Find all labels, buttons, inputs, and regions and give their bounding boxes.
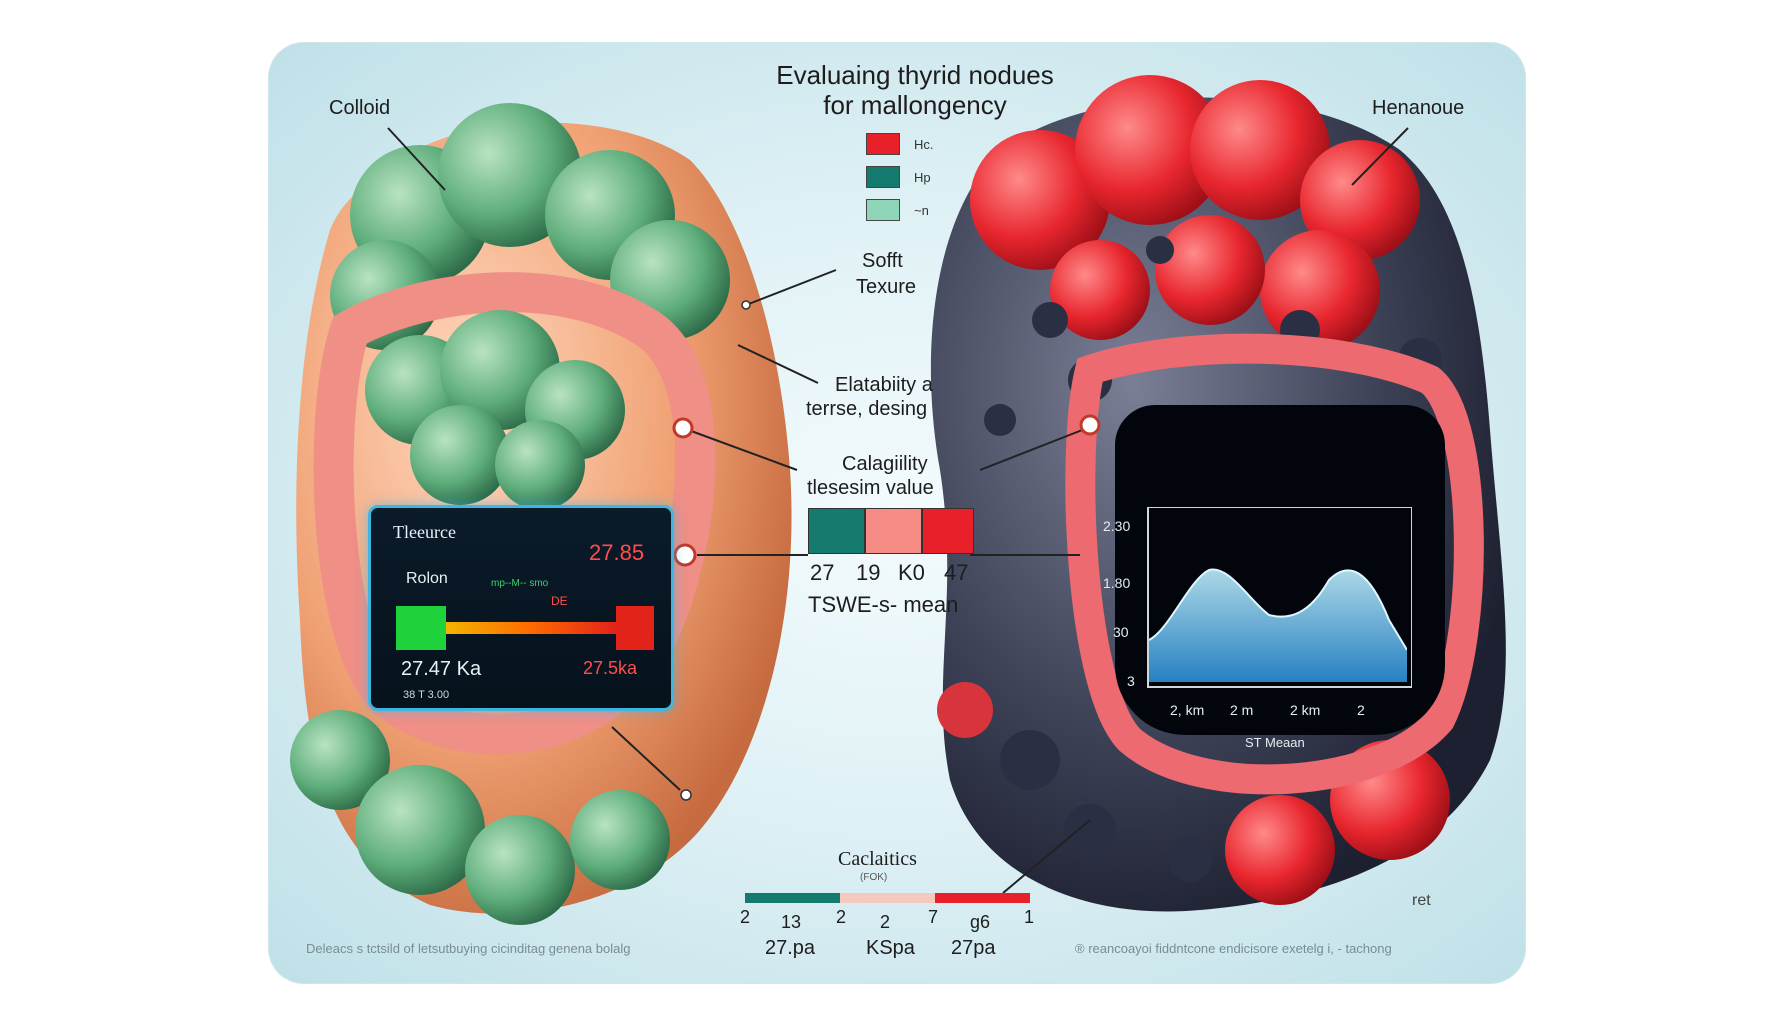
center-bar-teal <box>808 508 865 554</box>
scale-tick-7: 1 <box>1024 907 1035 927</box>
screen-right-value: 27.85 <box>589 540 645 565</box>
scale-segment-teal <box>745 893 840 903</box>
center-value-1: 27 <box>810 560 835 585</box>
label-elastability-2: terrse, desing <box>806 398 928 420</box>
label-caclatics: Caclaitics <box>838 848 917 870</box>
scale-tick-3: 2 <box>836 907 847 927</box>
scale-tick-1: 2 <box>740 907 751 927</box>
screen-de-label: DE <box>551 594 568 608</box>
y-tick-1: 2.30 <box>1103 518 1131 534</box>
label-calagility-1: Calagiility <box>842 453 928 475</box>
left-readout-screen: Tleeurce Rolon mp--M-- smo 27.85 DE 27.4… <box>368 505 674 711</box>
screen-right-reading: 27.5ka <box>583 658 638 678</box>
label-texture: Texure <box>856 276 917 298</box>
pointer-dots <box>672 300 1101 801</box>
legend-swatch <box>866 166 900 188</box>
y-tick-3: 30 <box>1113 624 1129 640</box>
legend-item-hp: Hp <box>866 166 931 188</box>
left-inner-mass <box>365 310 625 510</box>
plot-waveform <box>1149 568 1407 682</box>
scale-tick-6: g6 <box>970 912 991 932</box>
legend-label: ~n <box>914 202 929 218</box>
right-membrane <box>1065 333 1484 795</box>
center-value-2: 19 <box>856 560 881 585</box>
legend-item-hc: Hc. <box>866 133 934 155</box>
page-title: Evaluaing thyrid nodues for mallongency <box>710 60 1120 120</box>
label-calagility-2: tlesesim value <box>807 477 934 499</box>
screen-gradient-bar <box>446 622 616 634</box>
x-tick-1: 2, km <box>1170 702 1205 718</box>
footer-right: ® reancoayoi fiddntcone endicisore exete… <box>1075 941 1392 956</box>
scale-unit-1: 27.pa <box>765 937 816 959</box>
label-tswe: TSWE-s- mean <box>808 592 959 617</box>
center-value-3: K0 <box>898 560 925 585</box>
center-bar-pink <box>865 508 922 554</box>
screen-green-block <box>396 606 446 650</box>
center-bar-red <box>922 508 974 554</box>
screen-row-label: Rolon <box>406 570 448 587</box>
title-line-2: for mallongency <box>823 90 1007 120</box>
label-henanoue: Henanoue <box>1372 97 1465 119</box>
plot-caption: ST Meaan <box>1245 735 1305 750</box>
scale-tick-4: 2 <box>880 912 891 932</box>
label-ret: ret <box>1412 892 1431 909</box>
legend-label: Hp <box>914 169 931 185</box>
x-tick-4: 2 <box>1357 702 1365 718</box>
scale-tick-5: 7 <box>928 907 939 927</box>
screen-title: Tleeurce <box>393 522 456 542</box>
plot-frame <box>1147 507 1412 688</box>
screen-bottom-text: 38 T 3.00 <box>403 689 450 701</box>
footer-left: Deleacs s tctsild of letsutbuying cicind… <box>306 941 631 956</box>
label-caclatics-sub: (FOK) <box>860 872 888 883</box>
screen-red-block <box>616 606 654 650</box>
legend-item-n: ~n <box>866 199 929 221</box>
label-colloid: Colloid <box>329 97 391 119</box>
x-tick-3: 2 km <box>1290 702 1321 718</box>
scale-segment-light <box>840 893 935 903</box>
y-tick-2: 1.80 <box>1103 575 1131 591</box>
scale-unit-3: 27pa <box>951 937 996 959</box>
label-soft: Sofft <box>862 250 903 272</box>
title-line-1: Evaluaing thyrid nodues <box>776 60 1054 90</box>
legend-swatch <box>866 199 900 221</box>
right-red-spot <box>937 682 993 738</box>
legend-swatch <box>866 133 900 155</box>
legend-label: Hc. <box>914 136 934 152</box>
y-tick-4: 3 <box>1127 673 1135 689</box>
scale-tick-2: 13 <box>781 912 802 932</box>
center-value-4: 47 <box>944 560 969 585</box>
leader-lines <box>387 127 1409 894</box>
scale-segment-red <box>935 893 1030 903</box>
screen-left-reading: 27.47 Ka <box>401 658 482 680</box>
scale-unit-2: KSpa <box>866 937 915 959</box>
screen-small-text: mp--M-- smo <box>491 578 549 589</box>
x-tick-2: 2 m <box>1230 702 1254 718</box>
label-elastability-1: Elatabiity a <box>835 374 933 396</box>
right-red-lobes <box>970 75 1450 905</box>
